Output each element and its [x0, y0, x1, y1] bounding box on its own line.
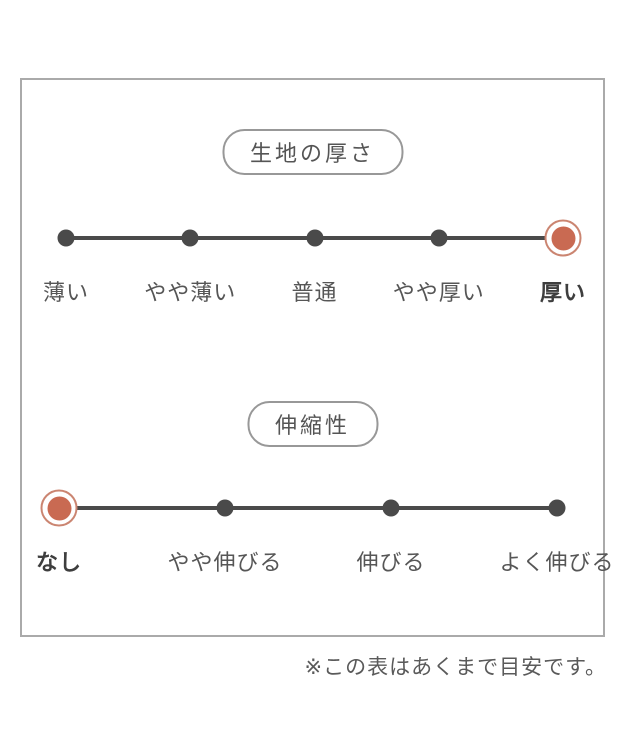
label-none-selected: なし [35, 550, 83, 575]
point-normal [306, 229, 323, 247]
point-none-selected-marker [40, 489, 78, 527]
point-thick-selected-marker [544, 219, 582, 257]
thickness-title: 生地の厚さ [249, 141, 376, 166]
thickness-labels-row: 薄い やや薄い 普通 やや厚い 厚い [43, 275, 585, 305]
label-normal: 普通 [291, 280, 338, 305]
label-slightly-thin: やや薄い [144, 280, 237, 305]
label-thin: 薄い [42, 280, 90, 305]
label-thick-selected: 厚い [539, 280, 587, 305]
spec-panel: 生地の厚さ 薄い やや薄い 普通 やや厚い 厚い 伸縮性 なし やや伸びる 伸び… [20, 78, 614, 637]
point-thin [57, 229, 75, 247]
label-stretches-well: よく伸びる [499, 550, 615, 575]
selected-dot [47, 496, 71, 520]
stretch-labels-row: なし やや伸びる 伸びる よく伸びる [36, 545, 614, 575]
thickness-title-pill: 生地の厚さ [221, 129, 404, 175]
label-stretches: 伸びる [356, 550, 426, 575]
selected-dot [551, 226, 575, 250]
stretch-scale-line [59, 506, 557, 510]
point-stretches-well [548, 499, 566, 517]
point-stretches-little [216, 499, 234, 517]
disclaimer-note: ※この表はあくまで目安です。 [304, 656, 607, 679]
point-stretches [382, 499, 400, 517]
label-stretches-little: やや伸びる [167, 550, 283, 575]
point-slightly-thin [181, 229, 199, 247]
stretch-title: 伸縮性 [274, 413, 351, 438]
point-slightly-thick [430, 229, 448, 247]
stretch-title-pill: 伸縮性 [246, 401, 379, 447]
label-slightly-thick: やや厚い [392, 280, 485, 305]
